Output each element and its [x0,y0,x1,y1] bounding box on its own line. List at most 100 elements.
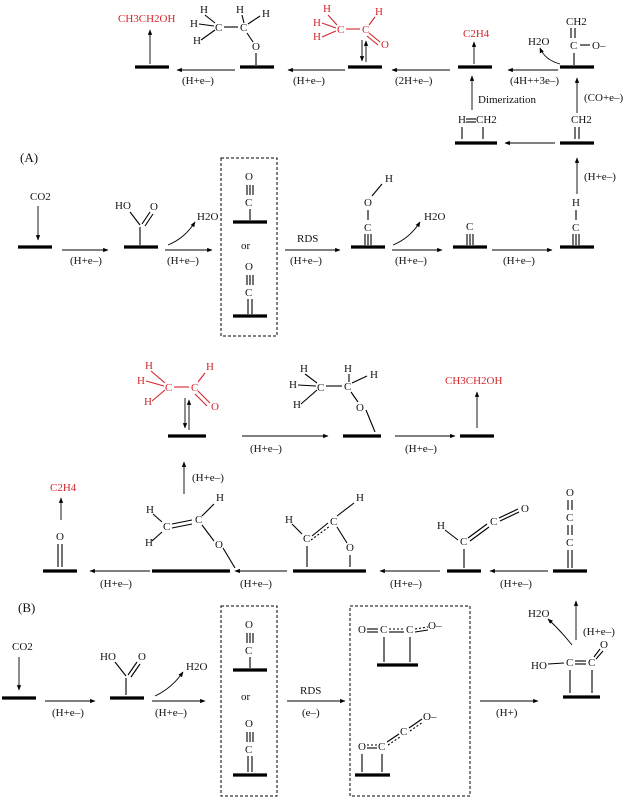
ethanol-product-b: CH3CH2OH [445,375,503,438]
co-binding-modes-box-b [220,605,278,797]
ch2-group: CH2 [571,114,592,126]
c-atom: C [380,624,387,636]
h2o-release-arrow [167,221,196,246]
a-co2-adsorption: CO2 [18,191,52,249]
bond [547,662,565,665]
acetaldehyde-adsorbate-b: H H H C C H O [137,360,219,438]
o-atom: O [252,41,260,53]
c2h4-label: C2H4 [50,482,77,494]
h-atom: H [313,31,321,43]
b-step-1-label: (H+e–) [52,707,84,719]
bond [368,16,376,26]
o-atom: O [346,542,354,554]
h2o-release-arrow [539,47,561,65]
h-atom: H [344,363,352,375]
bond [409,721,424,732]
occo-bridged-adsorbate: O C C O– [355,711,437,777]
o-atom: O [566,487,574,499]
a-top-step-4-label: (H+e–) [182,75,214,87]
bond [114,661,127,677]
o-atom: O [215,539,223,551]
ethanol-label: CH3CH2OH [445,375,503,387]
bond [595,650,604,660]
bond [327,14,338,26]
o-atom: O [521,503,529,515]
bond [414,629,429,633]
bond [304,373,318,384]
bond [194,393,208,407]
bond [300,389,318,405]
rds-label: RDS [297,233,318,245]
h-atom: H [137,375,145,387]
bond [336,526,348,544]
co-bridge-adsorbate: O C [233,261,267,318]
c-atom: C [191,382,198,394]
bond [368,32,381,43]
o-atom: O [245,171,253,183]
ethanol-product-a: CH3CH2OH [118,13,176,69]
co-linear-adsorbate: O C [233,171,267,224]
section-a-label: (A) [20,150,38,165]
ho-group: HO [100,651,116,663]
section-b-label: (B) [18,600,35,615]
bond [321,22,337,29]
rds-label-b: RDS [300,685,321,697]
bond [171,523,193,529]
o-minus: O– [428,620,442,632]
b-mid-step-3-label: (H+e–) [240,578,272,590]
bond [310,525,331,541]
bond [498,508,519,519]
o-atom: O [356,402,364,414]
c-atom: C [215,22,222,34]
h-atom: H [289,379,297,391]
co-bridge-adsorbate-b: O C [233,718,267,777]
or-text: or [241,691,251,703]
bond [387,736,401,746]
c-adatom: C [453,221,487,249]
h-atom: H [216,492,224,504]
dimerization-label: Dimerization [478,94,537,106]
o-atom: O [245,718,253,730]
h-atom: H [375,6,383,18]
b-mid-step-4-label: (H+e–) [100,578,132,590]
b-mid-step-1-label: (H+e–) [500,578,532,590]
or-text: or [241,240,251,252]
c-atom: C [588,657,595,669]
bond [197,372,206,383]
a-2h-e-label: (2H+e–) [395,75,433,87]
h2o-release-arrow [392,221,421,246]
h-atom: H [356,492,364,504]
coh-intermediate: H O C [351,173,393,249]
h-atom: H [370,369,378,381]
bond [350,391,359,403]
h-atom: H [385,173,393,185]
cooh-intermediate-b: HO O [100,651,146,700]
vinyloxy-ring-adsorbate: H H C C O [285,492,366,573]
c-atom: C [245,197,252,209]
h-atom: H [193,35,201,47]
b-mid-step-2-label: (H+e–) [390,578,422,590]
c-atom: C [344,381,351,393]
c-atom: C [337,24,344,36]
c-atom: C [566,657,573,669]
ethoxy-adsorbate-a: H H H C C H H O [190,4,274,69]
a-step-2-label: (H+e–) [167,255,199,267]
h-atom: H [145,360,153,372]
bond [365,409,376,433]
bond [144,213,154,227]
c-atom: C [490,516,497,528]
o-minus: O– [592,40,606,52]
bond [311,522,329,537]
ch-dimer: H CH2 [455,114,497,145]
o-atom: O [358,741,366,753]
h-atom: H [285,514,293,526]
c-atom: C [195,514,202,526]
h-atom: H [145,537,153,549]
c-atom: C [570,40,577,52]
co2-label: CO2 [30,191,51,203]
h2o-release-arrow [547,618,573,646]
h-atom: H [458,114,466,126]
ho-group: HO [531,660,547,672]
b-hplus-label: (H+) [496,707,518,719]
c-atom: C [406,624,413,636]
